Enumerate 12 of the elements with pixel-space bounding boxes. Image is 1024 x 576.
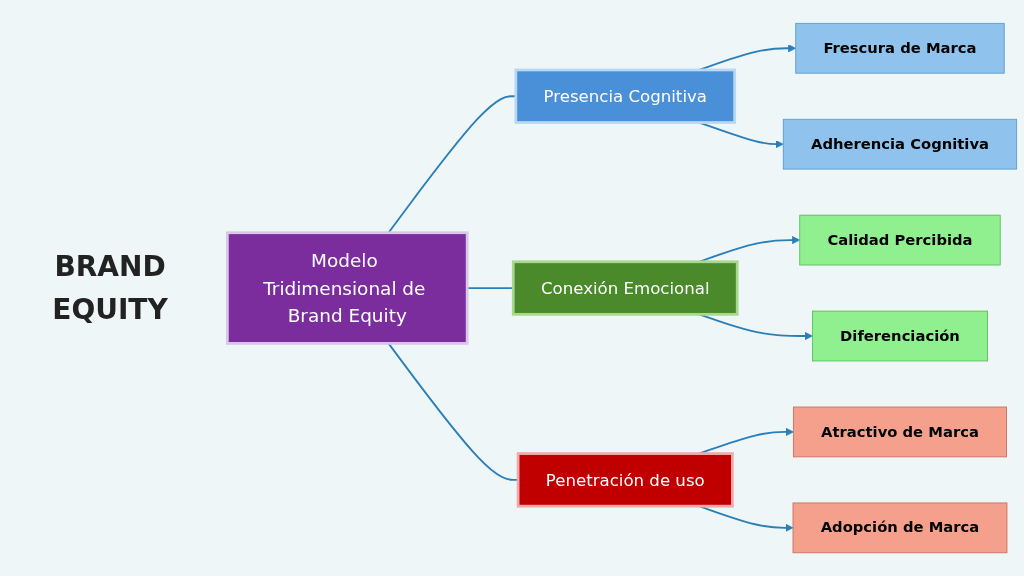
node-box: Presencia Cognitiva — [514, 68, 737, 124]
node-box: Calidad Percibida — [799, 214, 1001, 266]
picture-caption-text: EQUITY — [51, 293, 169, 326]
node-box: Conexión Emocional — [511, 260, 739, 316]
node-box: Diferenciación — [812, 310, 988, 362]
picture-caption-text: BRAND — [53, 250, 167, 283]
node-box: Frescura de Marca — [795, 22, 1005, 74]
node-box: Penetración de uso — [516, 452, 734, 508]
node-box: Modelo Tridimensional de Brand Equity — [226, 231, 469, 345]
node-box: Adopción de Marca — [792, 502, 1008, 554]
node-box: Atractivo de Marca — [792, 406, 1007, 458]
node-box: Adherencia Cognitiva — [782, 118, 1018, 170]
